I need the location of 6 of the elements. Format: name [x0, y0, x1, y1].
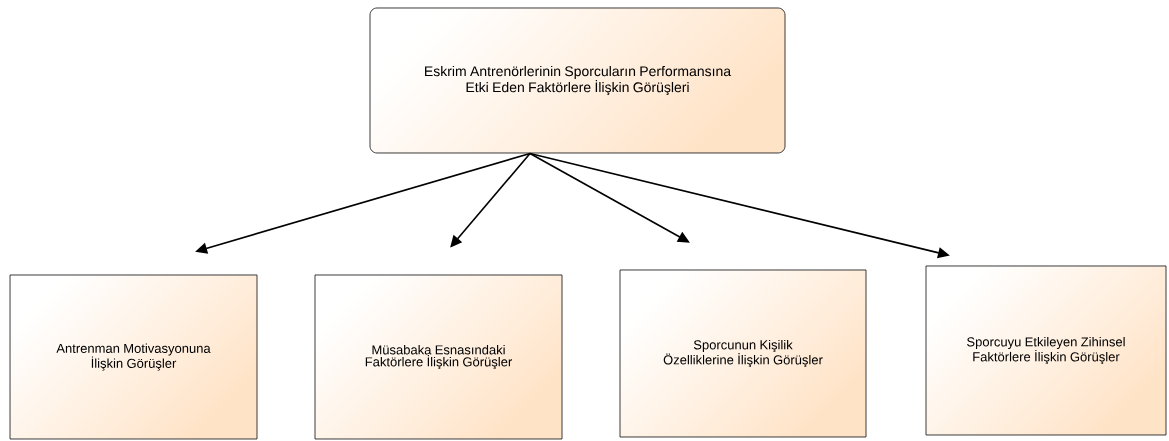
topic-box: Sporcunun Kişilik Özelliklerine İlişkin Görüşler: [619, 269, 867, 438]
topic-box: Antrenman Motivasyonuna İlişkin Görüşler: [9, 274, 258, 440]
title-box: Eskrim Antrenörlerinin Sporcuların Performansına Etki Eden Faktörlere İlişkin Görüşleri: [369, 7, 786, 154]
topic-box: Müsabaka Esnasındaki Faktörlere İlişkin Görüşler: [314, 274, 563, 440]
arrow: [529, 152, 690, 243]
topic-box: Sporcuyu Etkileyen Zihinsel Faktörlere İlişkin Görüşler: [925, 265, 1167, 436]
